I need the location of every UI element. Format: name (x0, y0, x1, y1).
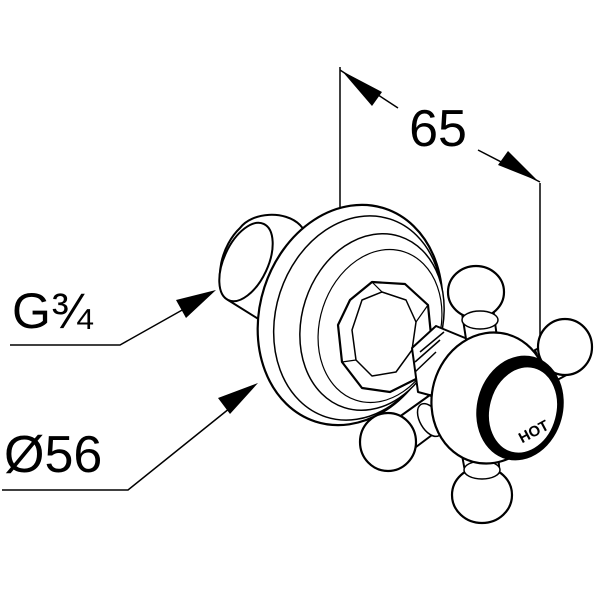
diameter-arrowhead (218, 383, 258, 414)
thread-callout: G¾ (10, 283, 216, 345)
arrowhead-right (498, 151, 538, 181)
thread-arrowhead (176, 290, 216, 318)
arrowhead-left (342, 71, 382, 106)
diameter-callout: Ø56 (2, 383, 258, 490)
dimension-label-depth: 65 (409, 100, 467, 158)
dimension-label-diameter: Ø56 (4, 426, 102, 484)
valve-illustration: HOT (208, 181, 592, 523)
dimension-label-thread: G¾ (12, 283, 94, 339)
